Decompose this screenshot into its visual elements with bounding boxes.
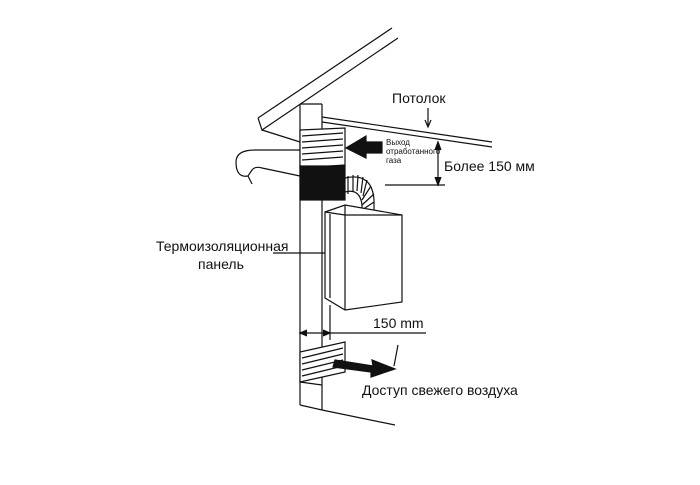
exhaust-arrow-icon [344,134,383,159]
top-clearance-dimension [385,108,445,187]
insulation-band [299,165,346,201]
fresh-air-label: Доступ свежего воздуха [362,382,518,398]
top-clearance-label: Более 150 мм [444,158,535,174]
ceiling-label: Потолок [392,90,446,106]
side-clearance-label: 150 mm [373,315,424,331]
flexible-duct [344,174,375,214]
exhaust-label: Выход отработанного газа [386,138,440,165]
insulation-label-line2: панель [198,256,244,272]
exhaust-label-line2: отработанного [386,147,441,156]
ceiling [321,116,493,148]
side-clearance-dimension [298,305,426,340]
upper-louvers [299,127,346,169]
exhaust-label-line3: газа [386,156,402,165]
lower-louvers [299,341,346,386]
insulation-label-line1: Термоизоляционная [156,238,289,254]
exhaust-pipe [235,149,301,185]
roof [257,27,399,143]
exhaust-label-line1: Выход [386,138,410,147]
boiler [324,204,403,311]
fresh-air-leader [393,344,399,367]
fresh-air-arrow-icon [332,359,397,378]
